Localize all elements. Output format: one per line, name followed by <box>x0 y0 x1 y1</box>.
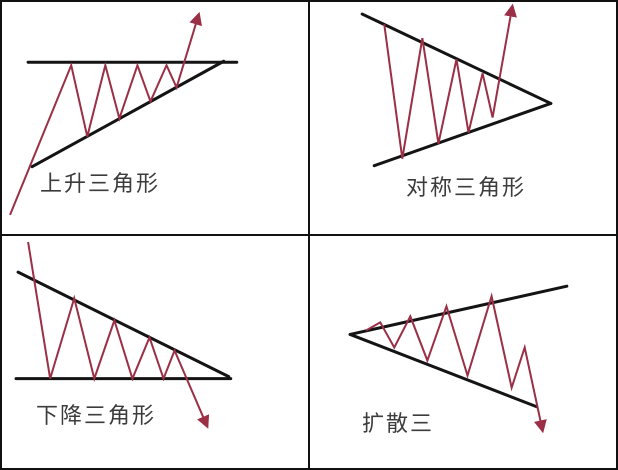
descending-resistance-line <box>16 270 231 379</box>
expanding-upper-line <box>348 284 569 336</box>
price-line-breakdown <box>27 241 210 429</box>
pattern-cell-symmetrical-triangle: 对称三角形 <box>310 2 616 234</box>
symmetrical-triangle-figure <box>360 3 553 168</box>
ascending-triangle-figure <box>9 11 239 216</box>
price-line-breakdown <box>365 292 547 434</box>
descending-triangle-figure <box>14 241 233 429</box>
pattern-label-broadening: 扩散三 <box>362 412 435 437</box>
pattern-label-symmetrical: 对称三角形 <box>406 176 527 201</box>
descending-resistance-line <box>360 12 553 105</box>
price-line-breakout-up <box>383 3 517 159</box>
broadening-triangle-figure <box>348 284 569 434</box>
rising-support-line <box>30 59 226 169</box>
expanding-lower-line <box>348 332 539 409</box>
pattern-cell-broadening-triangle: 扩散三 <box>310 236 616 468</box>
pattern-label-descending: 下降三角形 <box>36 404 157 429</box>
pattern-cell-ascending-triangle: 上升三角形 <box>2 2 308 234</box>
pattern-cell-descending-triangle: 下降三角形 <box>2 236 308 468</box>
price-line-breakout-up <box>9 11 202 216</box>
pattern-label-ascending: 上升三角形 <box>40 172 161 197</box>
rising-support-line <box>372 101 553 168</box>
